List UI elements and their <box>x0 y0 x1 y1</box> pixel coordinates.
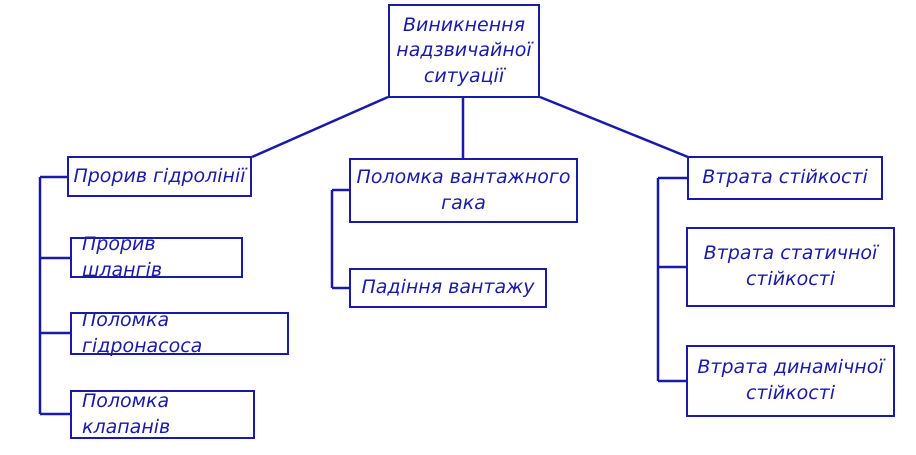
leaf-node-pump-failure: Поломка гідронасоса <box>70 309 289 357</box>
connector-root-to-branch-1 <box>251 95 389 159</box>
leaf-node-dynamic-stability-loss: Втрата динамічної стійкості <box>686 345 895 417</box>
leaf-node-hose-breach: Прорив шлангів <box>70 233 243 281</box>
branch-node-hydraulic-breach: Прорив гідролінії <box>67 156 252 197</box>
leaf-node-load-drop: Падіння вантажу <box>349 268 547 308</box>
leaf-node-valve-failure: Поломка клапанів <box>70 390 255 439</box>
connector-root-to-branch-3 <box>539 95 689 159</box>
branch-node-stability-loss: Втрата стійкості <box>687 156 883 200</box>
root-node: Виникнення надзвичайної ситуації <box>388 4 540 98</box>
leaf-node-static-stability-loss: Втрата статичної стійкості <box>686 227 895 307</box>
branch-node-hook-failure: Поломка вантажного гака <box>349 158 578 223</box>
